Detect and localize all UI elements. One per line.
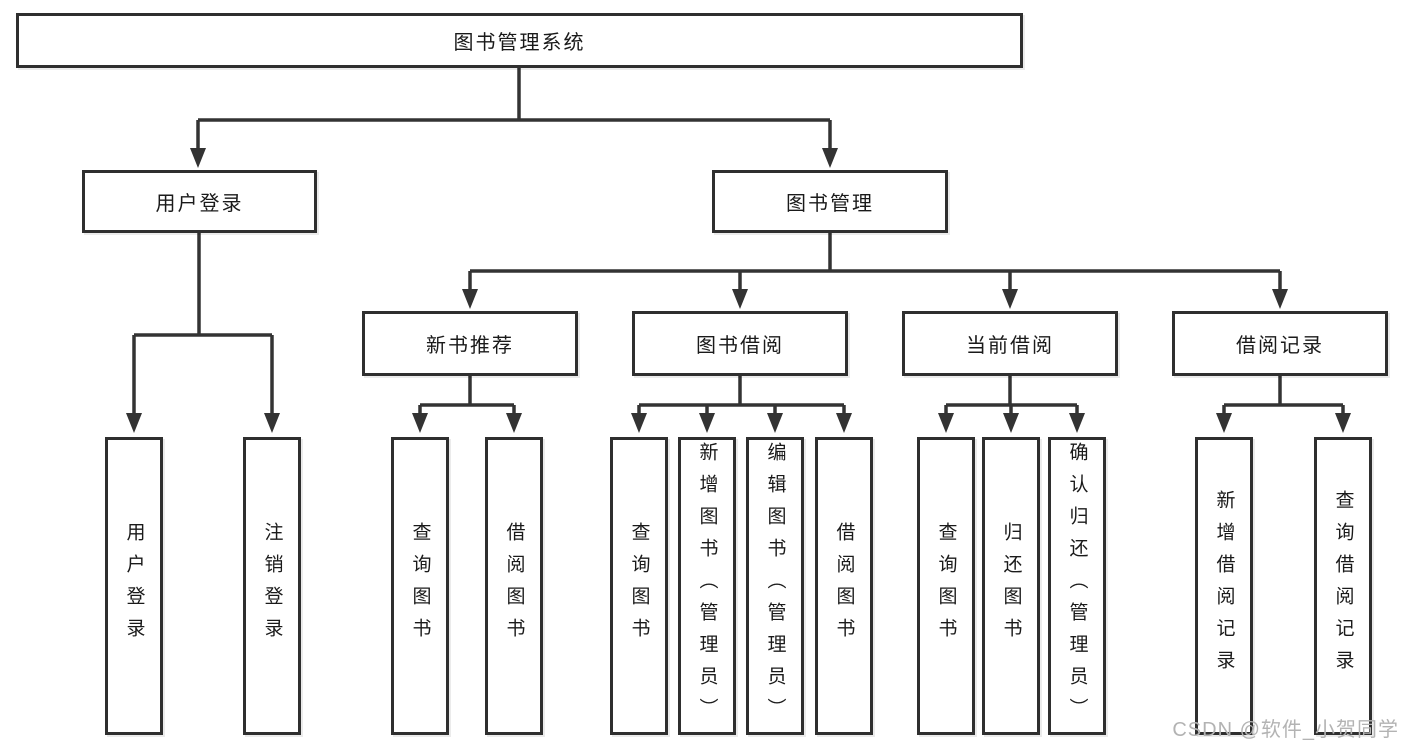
node-leaf-borrow-edit-admin: 编辑图书（管理员） (746, 437, 804, 735)
node-user-login: 用户登录 (82, 170, 317, 233)
node-leaf-record-add: 新增借阅记录 (1195, 437, 1253, 735)
leaf-label: 新增图书（管理员） (696, 442, 718, 730)
node-book-management: 图书管理 (712, 170, 948, 233)
leaf-label: 查询借阅记录 (1332, 490, 1354, 682)
csdn-watermark: CSDN @软件_小贺同学 (1172, 719, 1399, 741)
node-leaf-borrow-search: 查询图书 (610, 437, 668, 735)
node-leaf-borrow-add-admin: 新增图书（管理员） (678, 437, 736, 735)
node-leaf-current-confirm-admin: 确认归还（管理员） (1048, 437, 1106, 735)
node-leaf-logout: 注销登录 (243, 437, 301, 735)
node-leaf-newbook-search: 查询图书 (391, 437, 449, 735)
leaf-label: 借阅图书 (833, 522, 855, 650)
arrow-down-icons (126, 148, 1351, 433)
node-new-book-recommend: 新书推荐 (362, 311, 578, 376)
leaf-label: 查询图书 (935, 522, 957, 650)
node-leaf-current-search: 查询图书 (917, 437, 975, 735)
node-leaf-borrow-borrow: 借阅图书 (815, 437, 873, 735)
leaf-label: 查询图书 (628, 522, 650, 650)
leaf-label: 查询图书 (409, 522, 431, 650)
node-library-system: 图书管理系统 (16, 13, 1023, 68)
leaf-label: 编辑图书（管理员） (764, 442, 786, 730)
node-leaf-newbook-borrow: 借阅图书 (485, 437, 543, 735)
leaf-label: 借阅图书 (503, 522, 525, 650)
node-leaf-record-search: 查询借阅记录 (1314, 437, 1372, 735)
node-borrow-records: 借阅记录 (1172, 311, 1388, 376)
leaf-label: 新增借阅记录 (1213, 490, 1235, 682)
leaf-label: 归还图书 (1000, 522, 1022, 650)
node-leaf-current-return: 归还图书 (982, 437, 1040, 735)
leaf-label: 注销登录 (261, 522, 283, 650)
node-book-borrow: 图书借阅 (632, 311, 848, 376)
leaf-label: 用户登录 (123, 522, 145, 650)
node-leaf-user-login: 用户登录 (105, 437, 163, 735)
node-current-borrow: 当前借阅 (902, 311, 1118, 376)
leaf-label: 确认归还（管理员） (1066, 442, 1088, 730)
